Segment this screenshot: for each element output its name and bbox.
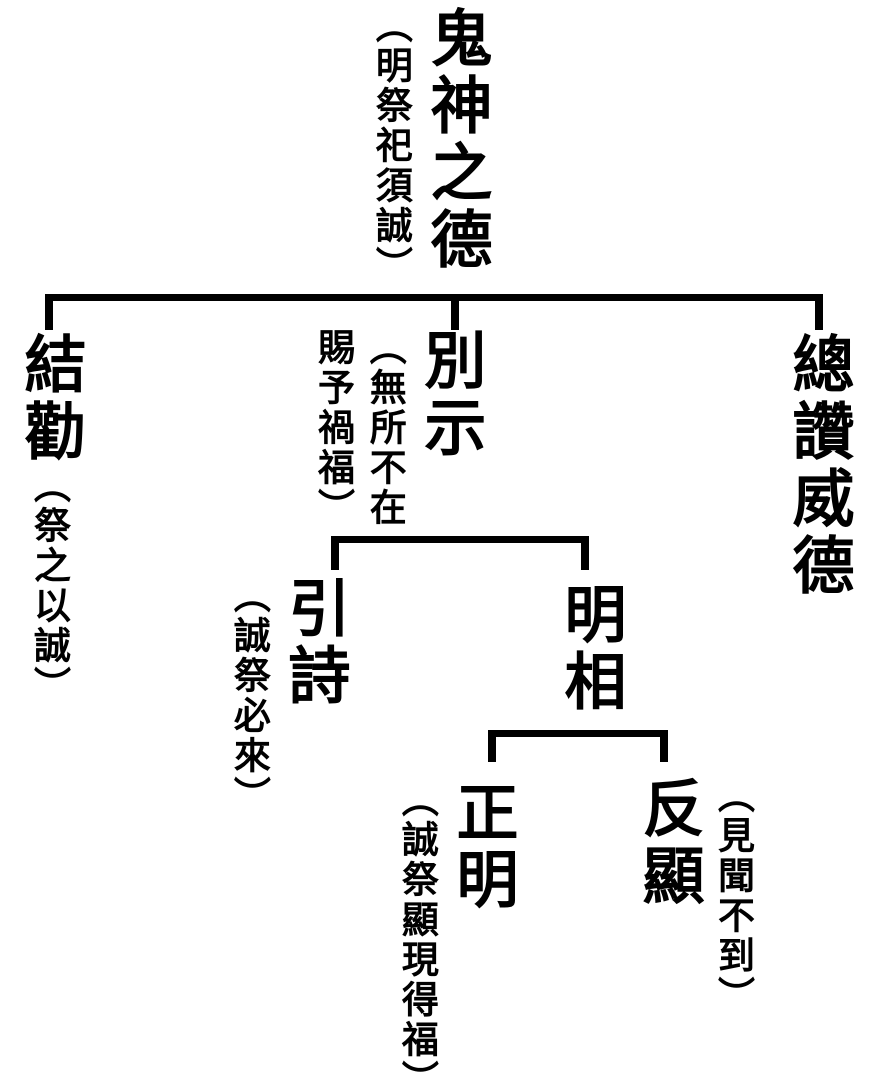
connector-l3-bar	[488, 730, 668, 737]
node-guishen-zhide: （明祭祀須誠） 鬼神之德	[369, 6, 493, 286]
node-bieshi-label: 別示	[413, 328, 487, 462]
node-zongzan-weide-label: 總讚威德	[781, 332, 855, 600]
connector-l3-stub-left	[488, 730, 496, 762]
node-fanxian: 反顯 （見聞不到）	[631, 776, 756, 1016]
node-zhengming: （誠祭顯現得福） 正明	[395, 780, 519, 1080]
node-jiequan-column: 結勸（祭之以誠）	[14, 332, 87, 706]
node-guishen-zhide-note: （明祭祀須誠）	[369, 6, 414, 286]
node-fanxian-label: 反顯	[631, 776, 705, 910]
node-mingxiang-label: 明相	[553, 582, 627, 716]
connector-l1-stub-right	[815, 294, 823, 330]
node-bieshi-note-col1: （無所不在	[363, 328, 408, 528]
node-guishen-zhide-label: 鬼神之德	[419, 6, 493, 274]
node-jiequan-note: （祭之以誠）	[27, 466, 72, 706]
connector-l2-bar	[331, 536, 589, 543]
node-yinshi-label: 引詩	[277, 576, 351, 710]
connector-l1-stub-left	[45, 294, 53, 330]
node-mingxiang: 明相	[553, 582, 627, 716]
node-bieshi-note-col2: 賜予禍福）	[311, 328, 356, 528]
node-bieshi: 賜予禍福） （無所不在 別示	[311, 328, 487, 528]
connector-l2-stub-left	[331, 536, 339, 570]
node-zhengming-note: （誠祭顯現得福）	[395, 780, 440, 1080]
connector-l1-bar	[45, 294, 823, 301]
node-zhengming-label: 正明	[445, 780, 519, 914]
node-yinshi: （誠祭必來） 引詩	[227, 576, 351, 816]
node-zongzan-weide: 總讚威德	[781, 332, 855, 600]
connector-l2-stub-right	[581, 536, 589, 570]
connector-l3-stub-right	[660, 730, 668, 762]
node-fanxian-note: （見聞不到）	[711, 776, 756, 1016]
node-yinshi-note: （誠祭必來）	[227, 576, 272, 816]
node-jiequan-label: 結勸	[13, 332, 87, 466]
node-jiequan: 結勸（祭之以誠）	[14, 332, 87, 706]
connector-l1-stub-mid	[451, 294, 459, 330]
